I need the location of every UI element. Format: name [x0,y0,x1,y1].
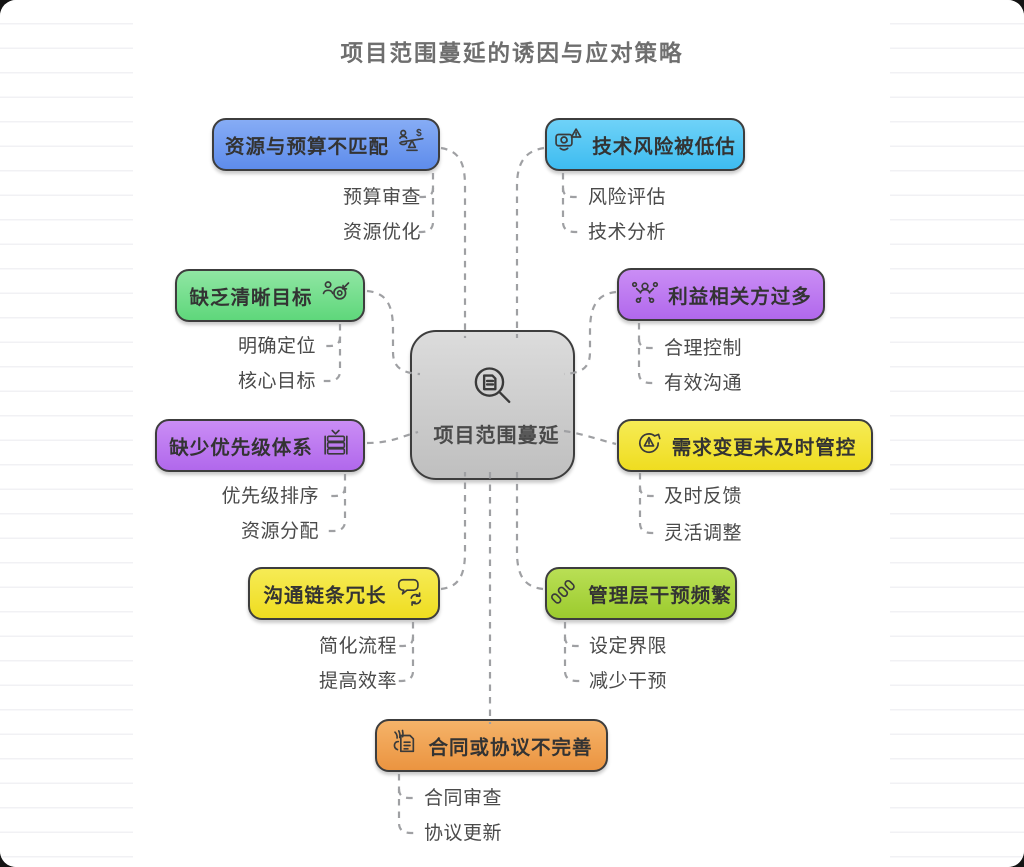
sub-item-agreement-update[interactable]: 协议更新 [424,823,503,844]
svg-text:$: $ [416,128,422,139]
sub-item-simplify-process[interactable]: 简化流程 [318,636,397,657]
priority-stack-icon [321,428,351,464]
sub-item-tech-analysis[interactable]: 技术分析 [588,222,667,243]
sub-item-budget-review[interactable]: 预算审查 [342,187,421,208]
balance-scale-icon: $ [397,127,427,163]
magnifier-document-icon [467,362,519,420]
monitor-warning-icon [554,127,584,163]
branch-label: 管理层干预频繁 [588,585,732,607]
sub-item-improve-efficiency[interactable]: 提高效率 [318,671,397,692]
branch-label: 技术风险被低估 [592,136,736,158]
sub-item-reasonable-control[interactable]: 合理控制 [664,338,743,359]
sub-item-effective-communication[interactable]: 有效沟通 [664,373,743,394]
branch-label: 需求变更未及时管控 [671,437,857,459]
branch-node-frequent-interference[interactable]: 管理层干预频繁 [545,567,737,620]
sub-item-priority-ranking[interactable]: 优先级排序 [221,486,319,507]
sub-item-resource-allocation[interactable]: 资源分配 [240,521,319,542]
branch-label: 缺乏清晰目标 [189,287,313,309]
branch-node-no-priority-system[interactable]: 缺少优先级体系 [155,419,365,472]
branch-node-too-many-stakeholders[interactable]: 利益相关方过多 [617,268,825,321]
sub-item-core-goals[interactable]: 核心目标 [237,371,316,392]
sub-item-flexible-adjustment[interactable]: 灵活调整 [664,523,743,544]
sub-item-contract-review[interactable]: 合同审查 [424,788,503,809]
sub-item-risk-assessment[interactable]: 风险评估 [588,187,667,208]
branch-label: 资源与预算不匹配 [224,136,389,158]
sub-item-clear-positioning[interactable]: 明确定位 [237,336,316,357]
branch-node-unclear-goals[interactable]: 缺乏清晰目标 [175,269,365,322]
center-node-label: 项目范围蔓延 [433,424,560,447]
branch-node-uncontrolled-changes[interactable]: 需求变更未及时管控 [617,419,873,472]
branch-label: 沟通链条冗长 [263,585,387,607]
page-title: 项目范围蔓延的诱因与应对策略 [340,41,684,66]
hand-contract-icon [390,728,420,764]
branch-node-incomplete-contracts[interactable]: 合同或协议不完善 [375,719,608,772]
center-node[interactable]: 项目范围蔓延 [410,330,575,480]
branch-node-long-communication-chain[interactable]: 沟通链条冗长 [248,567,440,620]
sub-item-reduce-interference[interactable]: 减少干预 [589,671,668,692]
person-target-icon [321,278,351,314]
chain-links-icon [550,576,580,612]
sub-item-resource-optimization[interactable]: 资源优化 [342,222,421,243]
branch-node-tech-risk-underestimated[interactable]: 技术风险被低估 [545,118,745,171]
sub-item-set-boundaries[interactable]: 设定界限 [589,636,668,657]
branch-label: 利益相关方过多 [668,286,812,308]
chat-sync-icon [395,576,425,612]
sub-item-timely-feedback[interactable]: 及时反馈 [664,486,743,507]
stakeholders-icon [630,277,660,313]
branch-node-resource-budget-mismatch[interactable]: 资源与预算不匹配 $ [212,118,440,171]
cycle-warning-icon [634,428,664,464]
branch-label: 缺少优先级体系 [169,437,313,459]
branch-label: 合同或协议不完善 [428,737,593,759]
